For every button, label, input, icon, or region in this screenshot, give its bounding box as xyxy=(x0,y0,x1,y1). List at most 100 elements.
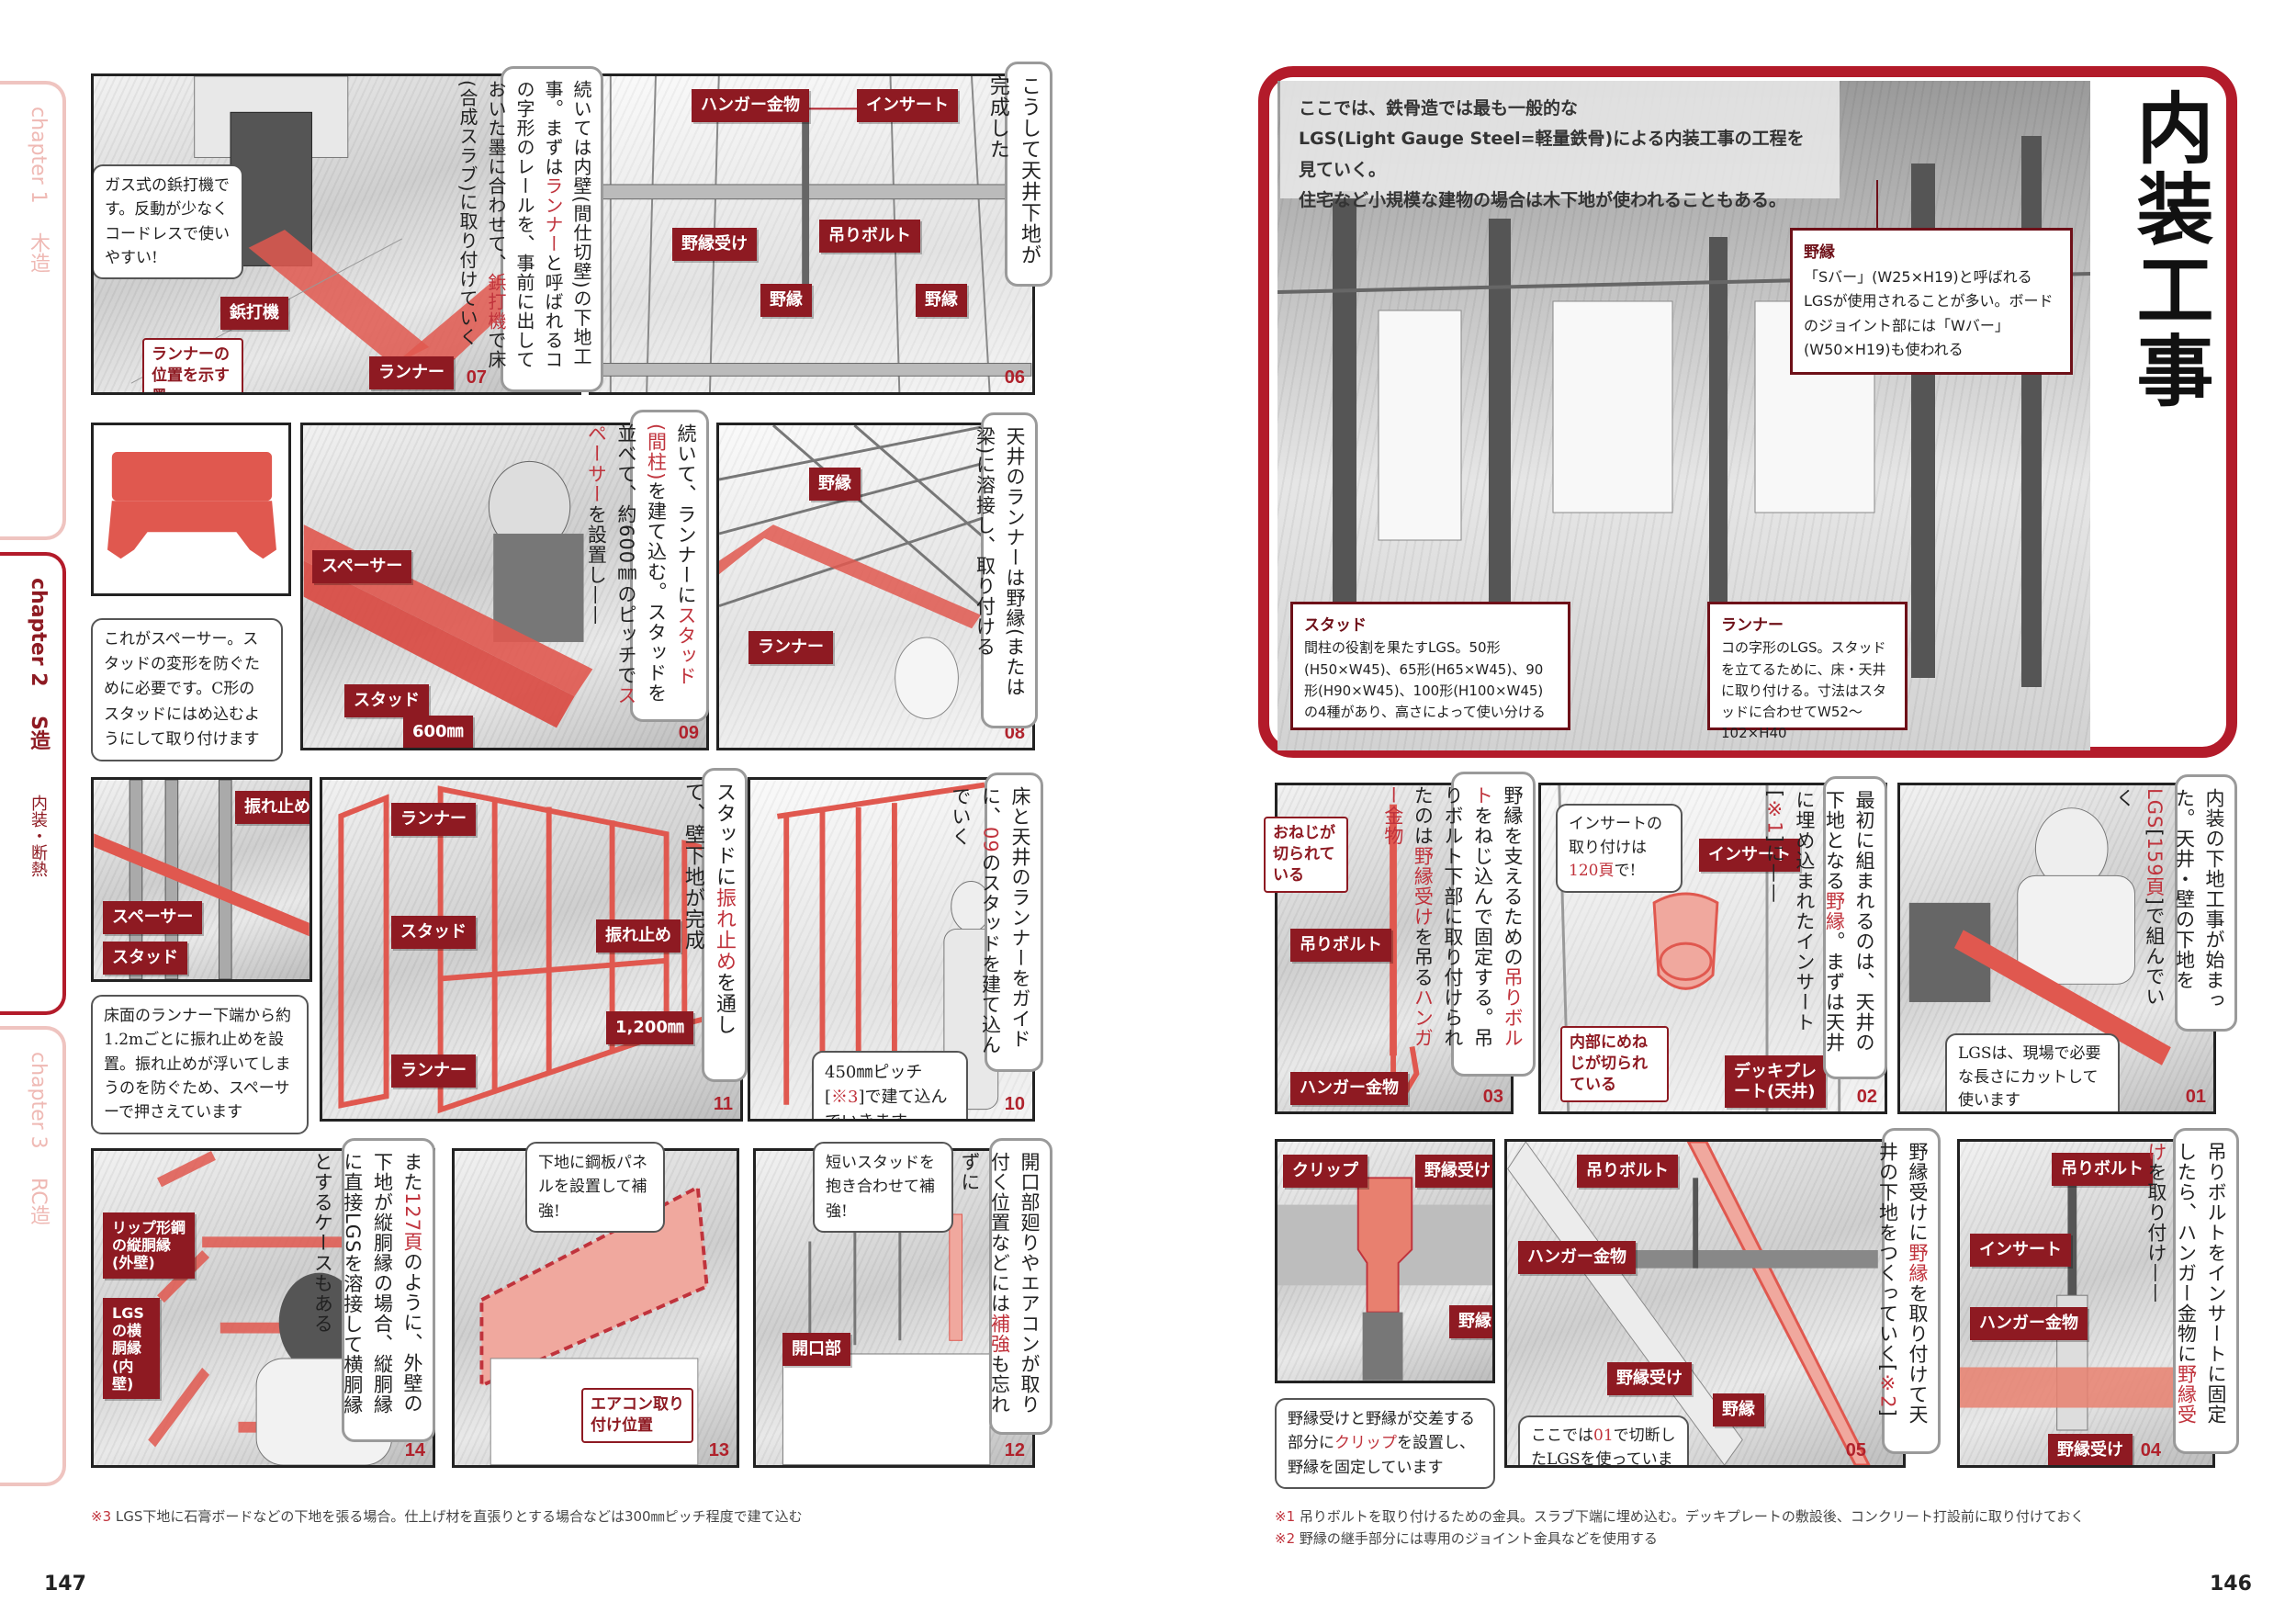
label-aircon-position: エアコン取り付け位置 xyxy=(581,1388,693,1443)
panel-07-nail-gun: ガス式の鋲打機です。反動が少なくコードレスで使いやすい! 鋲打機 ランナー ラン… xyxy=(91,73,581,395)
label-hanging-bolt: 吊りボルト xyxy=(1290,929,1391,962)
label-600mm: 600㎜ xyxy=(403,716,473,748)
panel-10-caption: 床と天井のランナーをガイドに、09のスタッドを建て込んでいく xyxy=(950,773,1043,1072)
panel-05-caption: 野縁受けに野縁を取り付けて天井の下地をつくっていく[※2] xyxy=(1876,1128,1941,1454)
text-segment: 450㎜ピッチ[ xyxy=(825,1063,923,1107)
ceiling-frame-illustration xyxy=(591,76,1032,392)
label-female-thread: 内部にめねじが切られている xyxy=(1560,1026,1669,1102)
info-heading: ランナー xyxy=(1721,616,1784,635)
text-segment: 続いては内壁(間仕切壁)の下地工事。まずは xyxy=(542,80,592,367)
text-segment: で床(合成スラブ)に取り付けていく xyxy=(456,80,507,369)
panel-number: 10 xyxy=(1004,1094,1025,1114)
footnote-mark: ※3 xyxy=(91,1508,112,1525)
label-lgs-horizontal-furring: LGSの横胴縁(内壁) xyxy=(103,1298,160,1399)
label-stud: スタッド xyxy=(103,942,187,975)
highlight-term: 159頁 xyxy=(2143,837,2166,897)
label-runner: ランナー xyxy=(748,631,833,664)
text-segment: を吊る xyxy=(1412,927,1435,987)
brace-closeup-panel: 振れ止め スペーサー スタッド xyxy=(91,777,312,982)
text-segment: ここでは xyxy=(1531,1427,1593,1445)
opening-illustration xyxy=(782,1213,991,1465)
panel-12-opening: 開口部 12 xyxy=(753,1148,1035,1468)
chapter-subtitle: 木造 xyxy=(27,231,50,273)
highlight-term: 120頁 xyxy=(1569,862,1615,880)
highlight-term: ※3 xyxy=(831,1088,859,1107)
label-noen-uke: 野縁受け xyxy=(672,228,757,261)
panel-number: 09 xyxy=(678,723,699,743)
label-hanger: ハンガー金物 xyxy=(1290,1072,1408,1105)
reuse-lgs-speech-bubble: ここでは01で切断したLGSを使っています xyxy=(1518,1415,1689,1465)
label-runner: ランナー xyxy=(369,356,454,389)
panel-08-caption: 天井のランナーは野縁(または梁)に溶接し、取り付ける xyxy=(974,412,1038,728)
highlight-term: 127頁 xyxy=(401,1192,423,1253)
info-text: 間柱の役割を果たすLGS。50形(H50×W45)、65形(H65×W45)、9… xyxy=(1304,639,1546,721)
panel-number: 11 xyxy=(713,1094,733,1114)
intro-box: ここでは、鉄骨造では最も一般的な LGS(Light Gauge Steel=軽… xyxy=(1280,81,1840,210)
label-noen-uke: 野縁受け xyxy=(1415,1155,1492,1188)
label-stud: スタッド xyxy=(344,684,429,717)
panel-clip: クリップ 野縁受け 野縁 xyxy=(1275,1139,1495,1383)
spacer-closeup-panel xyxy=(91,423,291,596)
text-segment: を建て込む。スタッドを並べて、約600㎜のピッチで xyxy=(614,423,668,704)
footnote-text: 野縁の継手部分には専用のジョイント金具などを使用する xyxy=(1299,1530,1658,1547)
panel-01-caption: 内装の下地工事が始まった。天井・壁の下地をLGS[159頁]で組んでいく xyxy=(2113,774,2237,1032)
footnote-mark: ※1 xyxy=(1275,1508,1296,1525)
text-segment: を取り付け—— xyxy=(2144,1162,2167,1303)
text-segment: 開口部廻りやエアコンが取り付く位置などには xyxy=(988,1152,1041,1415)
highlight-term: スタッド(間柱) xyxy=(645,423,697,686)
chapter-subtitle: S造 xyxy=(27,716,50,751)
spacer-illustration xyxy=(107,452,276,559)
panel-05-noen: 吊りボルト ハンガー金物 野縁受け 野縁 ここでは01で切断したLGSを使ってい… xyxy=(1504,1139,1906,1468)
panel-09-caption: 続いて、ランナーにスタッド(間柱)を建て込む。スタッドを並べて、約600㎜のピッ… xyxy=(585,410,709,722)
panel-number: 02 xyxy=(1856,1087,1877,1107)
cutting-illustration xyxy=(1908,807,2171,1066)
label-noen: 野縁 xyxy=(809,468,861,501)
panel-number: 13 xyxy=(708,1440,729,1460)
insert-speech-bubble: インサートの取り付けは120頁で! xyxy=(1556,804,1683,893)
label-male-thread: おねじが切られている xyxy=(1264,817,1348,893)
text-segment: ]で組んでいく xyxy=(2113,788,2166,1007)
chapter-label: chapter 3 xyxy=(27,1052,50,1149)
chapter-tab-2[interactable]: chapter 2 S造 内装・断熱 xyxy=(0,552,66,1015)
label-brace: 振れ止め xyxy=(596,919,681,953)
panel-11-wall-frame: ランナー スタッド 振れ止め 1,200㎜ ランナー 11 xyxy=(320,777,743,1122)
info-heading: スタッド xyxy=(1304,616,1367,635)
label-brace: 振れ止め xyxy=(235,791,310,824)
panel-04-noen-uke: 吊りボルト インサート ハンガー金物 野縁受け 04 xyxy=(1957,1139,2215,1468)
text-segment: のように、外壁の下地が縦胴縁の場合、縦胴縁に直接LGSを溶接して横胴縁とするケー… xyxy=(311,1152,423,1415)
page-number-147: 147 xyxy=(44,1573,86,1596)
chapter-subtitle: RC造 xyxy=(27,1177,50,1225)
highlight-term: 吊りボルト xyxy=(1471,785,1524,1048)
label-hanging-bolt: 吊りボルト xyxy=(819,220,920,253)
highlight-term: ハンガー金物 xyxy=(1381,785,1435,1048)
highlight-term: ※2 xyxy=(1876,1372,1899,1409)
highlight-term: 09 xyxy=(979,827,1002,853)
label-opening: 開口部 xyxy=(782,1333,850,1366)
highlight-term: 補強 xyxy=(988,1314,1011,1354)
label-runner: ランナー xyxy=(391,1054,476,1088)
chapter-tab-3[interactable]: chapter 3 RC造 xyxy=(0,1026,66,1486)
label-hanger: ハンガー金物 xyxy=(1970,1307,2088,1340)
highlight-term: 振れ止め xyxy=(713,887,736,972)
text-segment: と呼ばれるコの字形のレールを、事前に出しておいた墨に合わせて、 xyxy=(485,80,564,369)
pitch-speech-bubble: 450㎜ピッチ[※3]で建て込んでいきます xyxy=(812,1051,968,1119)
cutting-speech-bubble: LGSは、現場で必要な長さにカットして使います xyxy=(1945,1033,2120,1111)
chapter-topic: 内装・断熱 xyxy=(28,794,48,877)
label-insert: インサート xyxy=(1699,839,1800,872)
label-hanging-bolt: 吊りボルト xyxy=(1577,1155,1678,1188)
highlight-term: 野縁 xyxy=(1823,891,1846,931)
chapter-tab-1[interactable]: chapter 1 木造 xyxy=(0,81,66,540)
label-insert: インサート xyxy=(857,89,958,122)
intro-line: 住宅など小規模な建物の場合は木下地が使われることもある。 xyxy=(1299,189,1787,210)
intro-line: LGS(Light Gauge Steel=軽量鉄骨)による内装工事の工程を見て… xyxy=(1299,129,1805,180)
text-segment: 吊りボルトをインサートに固定したら、ハンガー金物に xyxy=(2175,1142,2227,1425)
leader-line xyxy=(1876,180,1878,228)
panel-number: 03 xyxy=(1482,1087,1503,1107)
highlight-term: ランナー xyxy=(542,176,564,254)
text-segment: を設置し、野縁を固定しています xyxy=(1288,1434,1475,1477)
footnote-2: ※2 野縁の継手部分には専用のジョイント金具などを使用する xyxy=(1275,1528,1658,1548)
text-segment: 続いて、ランナーに xyxy=(675,423,697,605)
spacer-speech-bubble: これがスペーサー。スタッドの変形を防ぐために必要です。C形のスタッドにはめ込むよ… xyxy=(91,618,283,761)
label-noen: 野縁 xyxy=(916,284,967,317)
text-segment: [ xyxy=(2143,829,2166,838)
